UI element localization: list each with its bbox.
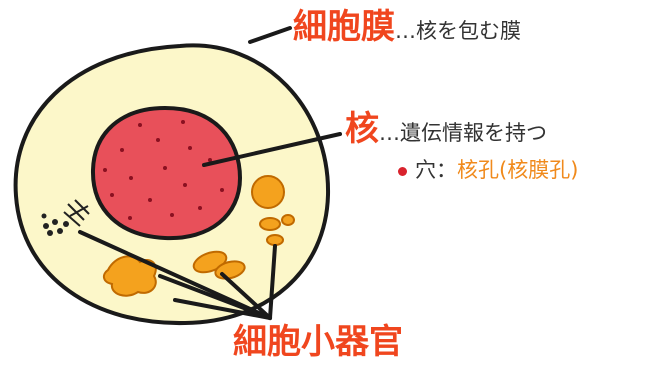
organelle-leader-3	[173, 298, 272, 320]
nucleus-title: 核	[345, 109, 379, 149]
leader-lines	[78, 26, 342, 320]
pore-bullet	[398, 166, 407, 176]
organelle-leader-4	[220, 272, 272, 320]
lysosome	[251, 175, 295, 246]
nucleus-label: 核…遺伝情報を持つ	[345, 112, 547, 146]
mitochondria	[192, 250, 246, 280]
organelle-leader-2	[158, 274, 272, 320]
pore-prefix: 穴：	[415, 158, 457, 182]
membrane-desc: …核を包む膜	[395, 19, 521, 43]
nucleus-desc: …遺伝情報を持つ	[379, 121, 547, 145]
centriole	[63, 199, 90, 227]
nucleus-dots	[103, 120, 224, 220]
pore-label: 穴：核孔(核膜孔)	[398, 160, 578, 181]
membrane-title: 細胞膜	[293, 7, 395, 47]
organelles-title: 細胞小器官	[233, 322, 403, 362]
nucleus-leader	[202, 132, 342, 167]
organelle-leader-5	[268, 244, 277, 320]
pore-term: 核孔(核膜孔)	[457, 158, 579, 182]
nucleus	[90, 105, 243, 241]
membrane-label: 細胞膜…核を包む膜	[293, 10, 521, 44]
organelle-leader-1	[78, 230, 272, 320]
ribosome-cluster	[41, 213, 69, 236]
membrane-leader	[248, 26, 292, 44]
